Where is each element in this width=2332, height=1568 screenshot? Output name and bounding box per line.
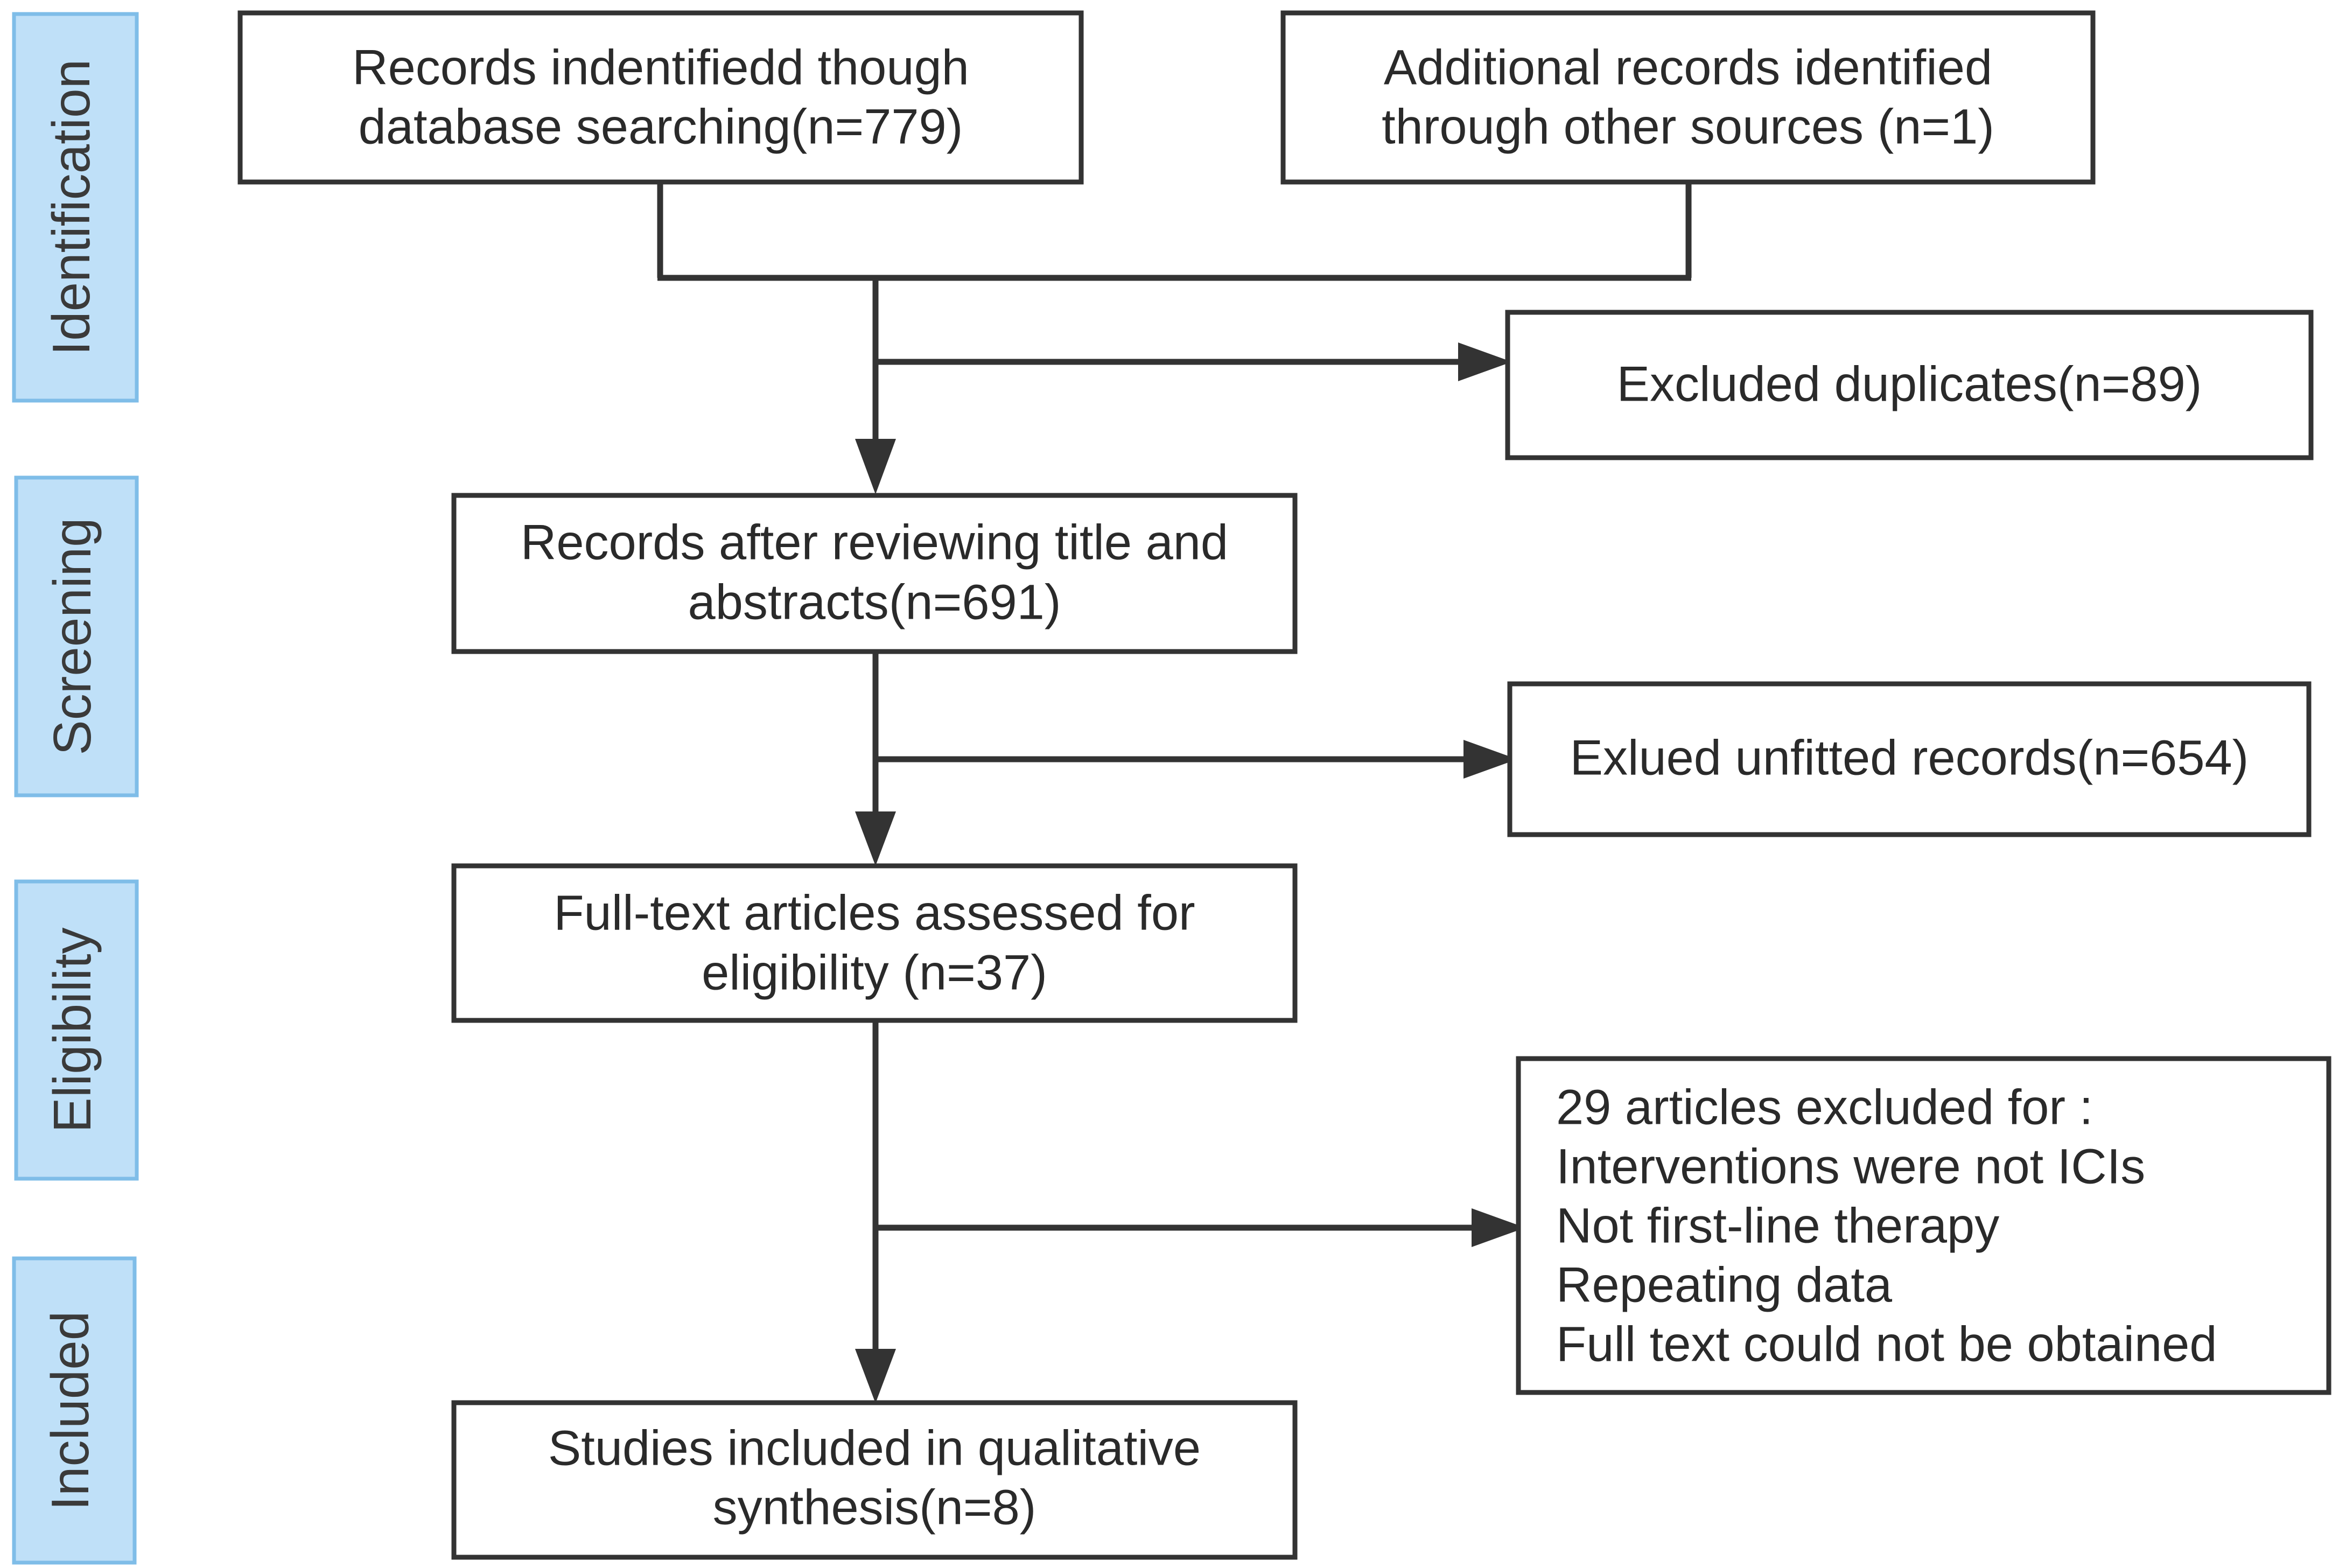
box-records-database-line-1: Records indentifiedd though bbox=[352, 40, 969, 95]
box-studies-included-line-1: Studies included in qualitative bbox=[548, 1420, 1201, 1475]
box-articles-excluded-line-5: Full text could not be obtained bbox=[1556, 1317, 2217, 1371]
box-excluded-unfitted-line-1: Exlued unfitted records(n=654) bbox=[1570, 730, 2249, 785]
stage-identification: Identification bbox=[12, 12, 139, 403]
box-studies-included-line-2: synthesis(n=8) bbox=[713, 1480, 1037, 1535]
box-records-database: Records indentifiedd though database sea… bbox=[237, 10, 1084, 185]
box-studies-included: Studies included in qualitative synthesi… bbox=[451, 1400, 1298, 1560]
box-full-text-assessed-line-1: Full-text articles assessed for bbox=[554, 885, 1195, 940]
arrowhead-to-duplicates bbox=[1458, 342, 1512, 381]
box-articles-excluded: 29 articles excluded for : Interventions… bbox=[1516, 1056, 2331, 1395]
arrowheads bbox=[855, 342, 1525, 1403]
box-full-text-assessed-line-2: eligibility (n=37) bbox=[702, 945, 1047, 1000]
box-records-other-sources: Additional records identified through ot… bbox=[1280, 10, 2096, 185]
arrowhead-to-excluded-articles bbox=[1472, 1208, 1525, 1247]
box-articles-excluded-line-3: Not first-line therapy bbox=[1556, 1198, 1999, 1253]
arrowhead-to-review bbox=[855, 439, 896, 494]
box-articles-excluded-line-1: 29 articles excluded for : bbox=[1556, 1080, 2093, 1135]
arrowhead-to-unfitted bbox=[1463, 740, 1517, 779]
stage-label-eligibility: Eligibility bbox=[43, 927, 102, 1132]
box-excluded-duplicates: Excluded duplicates(n=89) bbox=[1505, 310, 2314, 460]
stage-label-screening: Screening bbox=[43, 517, 102, 755]
stage-label-included: Included bbox=[40, 1311, 100, 1511]
box-records-after-review-line-2: abstracts(n=691) bbox=[688, 575, 1061, 629]
box-articles-excluded-line-2: Interventions were not ICIs bbox=[1556, 1139, 2145, 1194]
box-excluded-duplicates-line-1: Excluded duplicates(n=89) bbox=[1617, 356, 2202, 411]
stage-eligibility: Eligibility bbox=[14, 879, 139, 1181]
box-records-database-line-2: database searching(n=779) bbox=[359, 99, 963, 154]
arrowhead-to-fulltext bbox=[855, 811, 896, 866]
stage-label-identification: Identification bbox=[41, 59, 101, 355]
box-records-after-review: Records after reviewing title and abstra… bbox=[451, 493, 1298, 654]
stage-included: Included bbox=[12, 1256, 137, 1565]
stage-screening: Screening bbox=[14, 475, 139, 797]
connectors bbox=[657, 182, 1692, 1352]
box-records-other-line-1: Additional records identified bbox=[1384, 40, 1992, 95]
box-records-after-review-line-1: Records after reviewing title and bbox=[521, 515, 1228, 570]
arrowhead-to-included bbox=[855, 1349, 896, 1403]
box-full-text-assessed: Full-text articles assessed for eligibil… bbox=[451, 863, 1298, 1023]
box-articles-excluded-line-4: Repeating data bbox=[1556, 1257, 1893, 1312]
box-excluded-unfitted: Exlued unfitted records(n=654) bbox=[1507, 681, 2312, 837]
box-records-other-line-2: through other sources (n=1) bbox=[1382, 99, 1994, 154]
